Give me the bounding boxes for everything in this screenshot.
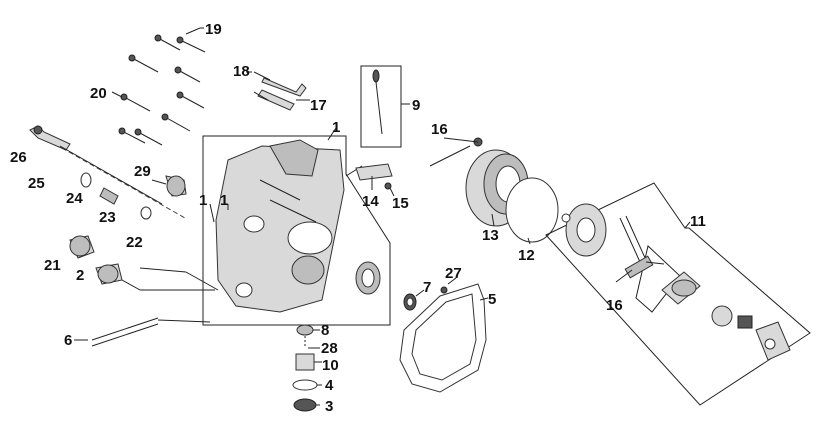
chain-guide-bracket	[355, 163, 395, 197]
callout-15: 15	[392, 195, 409, 212]
callout-20: 20	[90, 85, 107, 102]
callout-22: 22	[126, 234, 143, 251]
callout-12: 12	[518, 247, 535, 264]
callout-27: 27	[445, 265, 462, 282]
studs	[74, 317, 211, 347]
oil-seal	[403, 289, 425, 311]
callout-28: 28	[321, 340, 338, 357]
callout-29: 29	[134, 163, 151, 180]
callout-24: 24	[66, 190, 83, 207]
callout-16-bottom: 16	[606, 297, 623, 314]
crankcase-bolts	[111, 27, 206, 146]
bracket-assembly	[246, 71, 310, 111]
callout-6: 6	[64, 332, 72, 349]
callout-26: 26	[10, 149, 27, 166]
callout-labels: 19 18 17 20 9 1 16 26 29 25 24 1 1 14 15…	[10, 21, 706, 415]
callout-11: 11	[690, 213, 706, 230]
crankcase-right-half	[121, 127, 391, 326]
oil-pump-cover	[429, 137, 559, 245]
shift-shaft-assembly	[29, 125, 187, 285]
callout-21: 21	[44, 257, 61, 274]
callout-1-left-a: 1	[199, 192, 207, 209]
callout-1: 1	[332, 119, 340, 136]
callout-2: 2	[76, 267, 84, 284]
callout-4: 4	[325, 377, 334, 394]
callout-8: 8	[321, 322, 329, 339]
cover-gasket	[399, 277, 489, 393]
oil-drain-assembly	[292, 324, 322, 412]
callout-13: 13	[482, 227, 499, 244]
callout-23: 23	[99, 209, 116, 226]
oil-pump-assembly	[545, 182, 811, 406]
callout-25: 25	[28, 175, 45, 192]
callout-19: 19	[205, 21, 222, 38]
callout-7: 7	[423, 279, 431, 296]
callout-14: 14	[362, 193, 379, 210]
callout-17: 17	[310, 97, 327, 114]
dipstick-assembly	[360, 65, 410, 148]
callout-1-left-b: 1	[220, 192, 228, 209]
callout-18: 18	[233, 63, 250, 80]
callout-5: 5	[488, 291, 496, 308]
callout-3: 3	[325, 398, 333, 415]
callout-16-top: 16	[431, 121, 448, 138]
callout-10: 10	[322, 357, 339, 374]
callout-9: 9	[412, 97, 420, 114]
